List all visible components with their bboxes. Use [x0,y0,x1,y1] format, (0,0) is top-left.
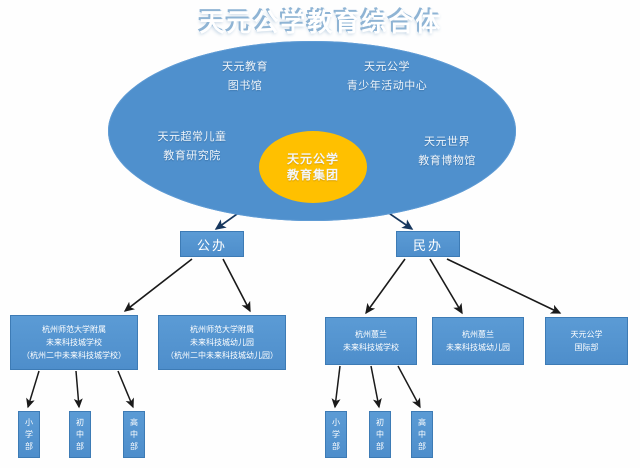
link-school1-to-high [117,370,134,409]
node-right-primary-department: 小学部 [325,411,347,458]
core-node-education-group: 天元公学 教育集团 [259,131,367,203]
school-line2: 未来科技城幼儿园 [190,338,254,347]
core-line1: 天元公学 [286,152,339,166]
hub-label-line1: 天元公学 [364,61,410,73]
link-school1-to-middle [73,370,83,409]
school-line2: 未来科技城学校 [46,338,102,347]
hub-label-world-education-museum: 天元世界 教育博物馆 [392,133,502,171]
link-public-to-school-1 [123,258,193,312]
node-left-high-department: 高中部 [123,411,145,458]
node-private-label: 民办 [412,237,443,253]
node-left-middle-department: 初中部 [69,411,91,458]
link-school1-to-primary [26,370,40,409]
school-line1: 杭州蕙兰 [462,330,494,339]
node-public-label: 公办 [196,237,227,253]
department-label: 高中部 [130,417,138,451]
school-line3: （杭州二中未来科技城幼儿园） [166,351,278,360]
school-line2: 未来科技城学校 [343,343,399,352]
department-label: 高中部 [418,417,426,451]
hub-label-line2: 图书馆 [227,80,263,92]
school-line3: （杭州二中未来科技城学校） [22,351,126,360]
node-public: 公办 [180,231,244,257]
department-label: 初中部 [376,417,384,451]
hub-label-gifted-children-institute: 天元超常儿童 教育研究院 [133,128,251,166]
department-label: 初中部 [76,417,84,451]
hub-label-line2: 教育博物馆 [418,155,476,167]
link-private-to-school-3 [365,258,406,315]
school-line1: 天元公学 [570,330,603,339]
node-private: 民办 [396,231,460,257]
hub-label-tianyuan-youth-center: 天元公学 青少年活动中心 [322,58,452,96]
link-school3-to-high [397,365,421,409]
school-line1: 杭州师范大学附属 [42,325,106,334]
core-line2: 教育集团 [286,168,339,182]
link-private-to-school-4 [429,258,463,315]
node-left-primary-department: 小学部 [18,411,40,458]
node-tianyuan-gongxue-international-division: 天元公学 国际部 [545,317,628,365]
hub-label-line1: 天元超常儿童 [157,131,227,143]
link-school3-to-middle [370,365,382,409]
node-hangzhou-huilan-future-sci-tech-city-school: 杭州蕙兰 未来科技城学校 [325,317,417,365]
node-hangzhou-huilan-future-sci-tech-city-kindergarten: 杭州蕙兰 未来科技城幼儿园 [432,317,524,365]
department-label: 小学部 [25,417,33,451]
hub-label-tianyuan-education-library: 天元教育 图书馆 [190,58,300,96]
node-hznu-affiliated-future-sci-tech-city-kindergarten: 杭州师范大学附属 未来科技城幼儿园 （杭州二中未来科技城幼儿园） [158,315,286,370]
school-line1: 杭州蕙兰 [355,330,387,339]
hub-label-line1: 天元教育 [222,61,268,73]
hub-label-line2: 教育研究院 [163,150,221,162]
school-line1: 杭州师范大学附属 [190,325,254,334]
school-line2: 未来科技城幼儿园 [446,343,510,352]
link-public-to-school-2 [222,258,251,313]
node-right-high-department: 高中部 [411,411,433,458]
link-private-to-school-5 [446,258,562,314]
department-label: 小学部 [332,417,340,451]
hub-label-line1: 天元世界 [424,136,470,148]
school-line2: 国际部 [574,343,599,352]
page-title: 天元公学教育综合体 [0,2,640,38]
node-hznu-affiliated-future-sci-tech-city-school: 杭州师范大学附属 未来科技城学校 （杭州二中未来科技城学校） [10,315,138,370]
hub-label-line2: 青少年活动中心 [346,80,428,92]
node-right-middle-department: 初中部 [369,411,391,458]
link-school3-to-primary [331,365,341,409]
